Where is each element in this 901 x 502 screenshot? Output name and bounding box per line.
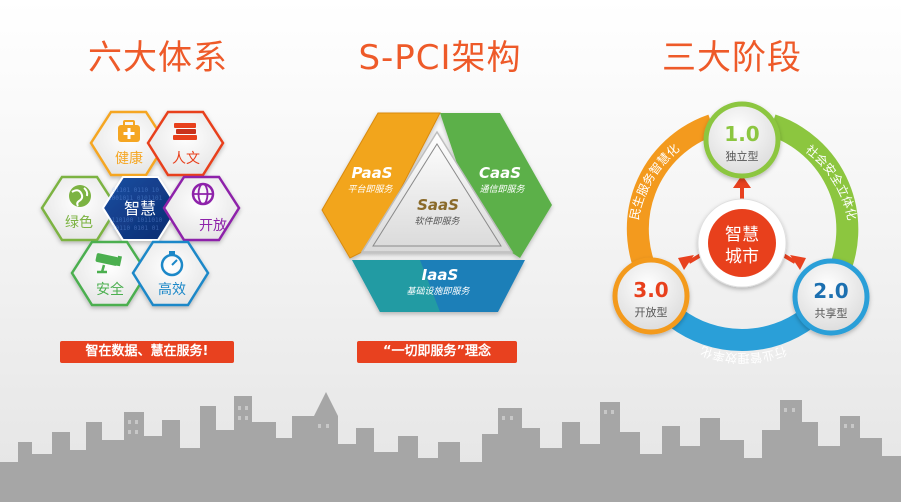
spci-saas-triangle[interactable]: [360, 130, 514, 253]
center-line2: 城市: [725, 247, 759, 267]
paas-sub: 平台即服务: [347, 184, 393, 195]
hex-center-label: 智慧: [124, 199, 156, 218]
stage-2-node[interactable]: 2.0 共享型: [792, 258, 870, 336]
title-six-systems: 六大体系: [88, 38, 228, 78]
stage-3-num: 3.0: [633, 278, 668, 302]
iaas-abbr: IaaS: [422, 266, 459, 284]
iaas-sub: 基础设施即服务: [406, 286, 470, 297]
camera-icon: [95, 253, 122, 274]
title-spci: S-PCI架构: [358, 38, 522, 78]
caas-sub: 通信即服务: [479, 184, 525, 195]
spci-hexagon: [321, 112, 552, 312]
hex-humanities[interactable]: 人文: [146, 110, 225, 177]
svg-text:01101 0110 10: 01101 0110 10: [112, 187, 159, 194]
stage-1-label: 独立型: [726, 149, 759, 163]
svg-text:1001011 0101101: 1001011 0101101: [108, 195, 163, 202]
skyline-buildings: [0, 392, 901, 502]
svg-text:0110100 1011010: 0110100 1011010: [108, 217, 163, 224]
medical-kit-icon: [118, 120, 140, 142]
arc-bottom-text: 行业管理效率化: [699, 344, 788, 366]
spci-caas-segment[interactable]: [440, 113, 552, 258]
paas-abbr: PaaS: [351, 164, 392, 182]
books-icon: [173, 123, 197, 140]
ring-arc-bottom: [669, 309, 815, 351]
spci-paas-segment[interactable]: [321, 112, 441, 259]
stage-1-num: 1.0: [724, 122, 759, 146]
hex-safety[interactable]: 安全: [70, 240, 149, 307]
hex-health-label: 健康: [115, 150, 143, 167]
center-line1: 智慧: [725, 225, 759, 245]
title-three-stages: 三大阶段: [662, 38, 802, 78]
stopwatch-icon: [160, 251, 184, 277]
globe-icon: [69, 185, 91, 207]
stage-3-node[interactable]: 3.0 开放型: [612, 257, 690, 335]
ring-arc-right: [768, 114, 859, 283]
tagline-six-systems: 智在数据、慧在服务!: [60, 341, 234, 363]
hex-efficient[interactable]: 高效: [131, 240, 210, 307]
stage-3-label: 开放型: [635, 305, 668, 319]
hex-open[interactable]: 开放: [162, 175, 241, 242]
hex-green[interactable]: 绿色: [40, 175, 119, 242]
hex-cluster: 健康 人文 绿色 01101 0110 10: [40, 110, 241, 307]
network-globe-icon: [191, 182, 215, 206]
saas-sub: 软件即服务: [414, 216, 460, 227]
saas-abbr: SaaS: [417, 196, 459, 214]
hex-safety-label: 安全: [96, 281, 124, 298]
hex-open-label: 开放: [199, 218, 227, 234]
hex-health[interactable]: 健康: [89, 110, 168, 177]
stages-center[interactable]: 智慧 城市: [697, 198, 787, 288]
ring-arc-left: [626, 114, 716, 289]
stage-2-num: 2.0: [813, 279, 848, 303]
city-skyline: [0, 392, 901, 502]
spci-iaas-segment[interactable]: [352, 260, 525, 312]
binary-pattern: 01101 0110 10 1001011 0101101 0110100 10…: [108, 187, 163, 232]
stage-2-label: 共享型: [815, 306, 848, 320]
svg-text:10110 0101 01: 10110 0101 01: [112, 225, 159, 232]
skyline-windows: [128, 406, 854, 434]
hex-efficient-label: 高效: [158, 281, 186, 298]
hex-green-label: 绿色: [65, 214, 93, 231]
caas-abbr: CaaS: [479, 164, 521, 182]
stages-ring: 民生服务智慧化 社会安全立体化 行业管理效率化 智慧 城市 1.0 独立型: [612, 101, 870, 366]
stage-1-node[interactable]: 1.0 独立型: [703, 101, 781, 179]
hex-center-smart[interactable]: 01101 0110 10 1001011 0101101 0110100 10…: [101, 176, 180, 241]
hex-humanities-label: 人文: [172, 151, 200, 167]
tagline-spci: “一切即服务”理念: [357, 341, 517, 363]
